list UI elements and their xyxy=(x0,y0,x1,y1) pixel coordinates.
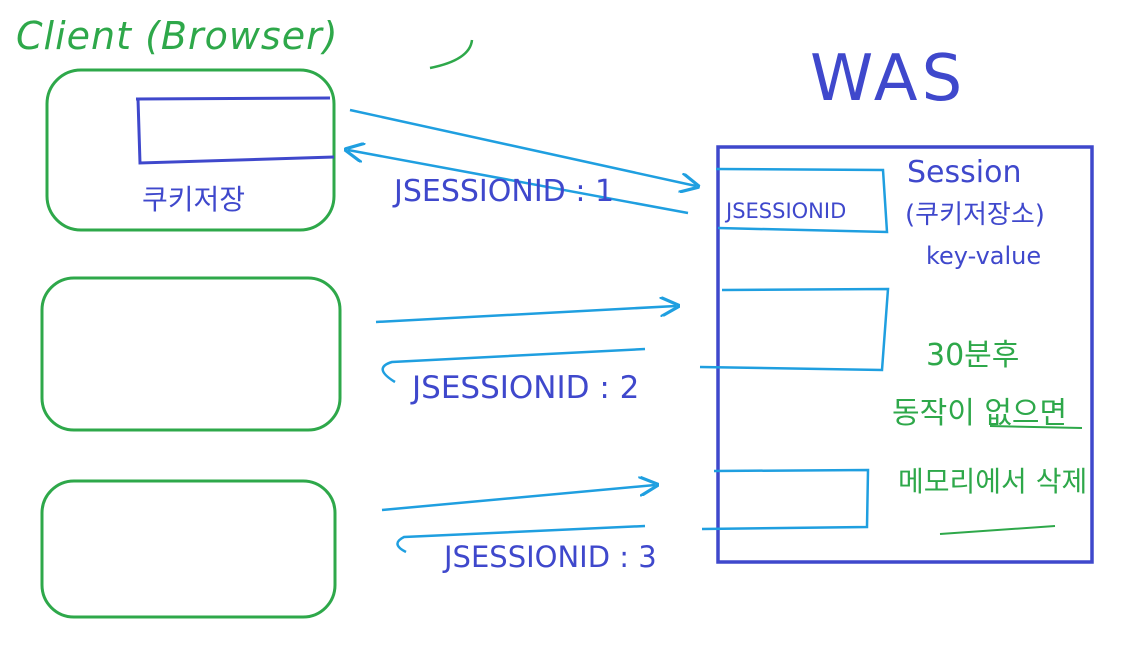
exchange-label-2: JSESSIONID : 2 xyxy=(412,370,640,406)
response-arrow-3 xyxy=(396,524,646,554)
session-cell-1 xyxy=(715,167,889,234)
exchange-label-1: JSESSIONID : 1 xyxy=(394,174,615,209)
request-arrow-3 xyxy=(381,485,655,512)
session-title: Session xyxy=(907,155,1022,190)
note-delete-memory: 메모리에서 삭제 xyxy=(898,465,1088,498)
request-arrow-1 xyxy=(349,108,696,186)
session-cell-3 xyxy=(701,468,870,531)
note-underline-2 xyxy=(939,525,1056,535)
key-value-label: key-value xyxy=(926,242,1042,270)
note-no-action: 동작이 없으면 xyxy=(892,396,1068,431)
cookie-store-label: 쿠키저장 xyxy=(142,183,246,216)
note-underline-1 xyxy=(989,425,1083,429)
client-box-1 xyxy=(45,68,336,232)
session-subtitle: (쿠키저장소) xyxy=(905,200,1045,230)
response-arrow-2 xyxy=(381,347,646,384)
was-title: WAS xyxy=(810,42,967,116)
client-title: Client (Browser) xyxy=(16,14,339,58)
exchange-label-3: JSESSIONID : 3 xyxy=(444,540,657,574)
session-cell-2 xyxy=(699,287,890,372)
was-box xyxy=(716,145,1094,564)
request-arrow-2 xyxy=(375,306,676,324)
response-arrow-1 xyxy=(348,150,689,215)
cookie-store-box xyxy=(135,96,335,165)
client-box-3 xyxy=(40,479,337,619)
note-timeout: 30분후 xyxy=(926,338,1020,373)
session-cell-1-label: JSESSIONID xyxy=(726,199,847,223)
client-title-flourish xyxy=(429,39,474,70)
client-box-2 xyxy=(40,276,342,432)
